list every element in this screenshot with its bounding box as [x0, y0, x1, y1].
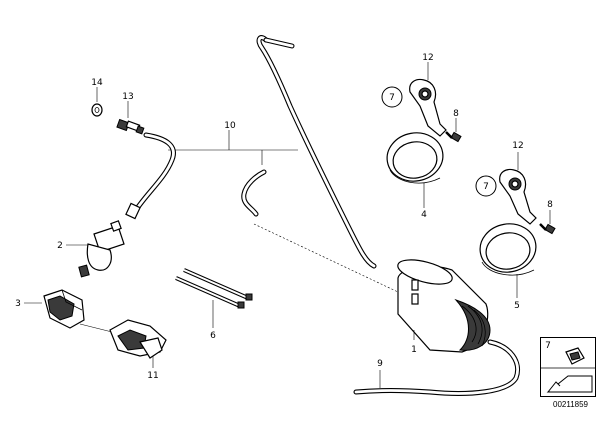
callout-13: 13 [122, 92, 133, 102]
callout-12-lower: 12 [512, 141, 523, 151]
callout-circle-7-lower [475, 175, 497, 197]
connector-nipple-part [116, 101, 145, 135]
callout-11: 11 [147, 371, 158, 381]
inline-filter-part [66, 220, 125, 278]
callout-14: 14 [91, 78, 103, 88]
callout-9: 9 [377, 359, 383, 369]
callout-6: 6 [210, 331, 216, 341]
callout-12-upper: 12 [422, 53, 433, 63]
callout-8-lower: 8 [547, 200, 553, 210]
callout-labels: 14 13 10 2 3 6 11 12 7 8 4 12 7 8 5 1 9 … [15, 53, 553, 381]
washer-part [91, 87, 103, 117]
diagram-id-label: 00211859 [553, 400, 588, 409]
callout-7-lower: 7 [483, 182, 489, 192]
callout-10: 10 [224, 121, 236, 131]
clip-part [79, 319, 167, 368]
callout-circle-7-upper [381, 86, 403, 108]
callout-1: 1 [411, 345, 417, 355]
callout-7-upper: 7 [389, 93, 395, 103]
holder-bracket-part [24, 289, 85, 329]
screw-upper-part [445, 118, 462, 143]
hose-clip-upper-part [409, 62, 447, 137]
bent-hose-part [241, 169, 267, 217]
drain-hose-part [353, 339, 520, 396]
vent-hose-part [253, 35, 399, 293]
callout-5: 5 [514, 301, 520, 311]
band-clamp-upper-part [386, 132, 444, 208]
screw-lower-part [539, 210, 556, 235]
hose-group-leader-lines [168, 130, 298, 165]
callout-3: 3 [15, 299, 21, 309]
inset-frame [540, 337, 596, 397]
callout-4: 4 [421, 210, 427, 220]
hose-clip-lower-part [499, 152, 537, 225]
cable-ties-part [175, 268, 253, 328]
callout-2: 2 [57, 241, 63, 251]
band-clamp-lower-part [479, 223, 537, 298]
inlet-hose [125, 132, 176, 220]
inset-clip-nut [541, 347, 595, 393]
carbon-canister-part [397, 259, 491, 353]
callout-8-upper: 8 [453, 109, 459, 119]
callout-7-inset: 7 [545, 341, 551, 351]
